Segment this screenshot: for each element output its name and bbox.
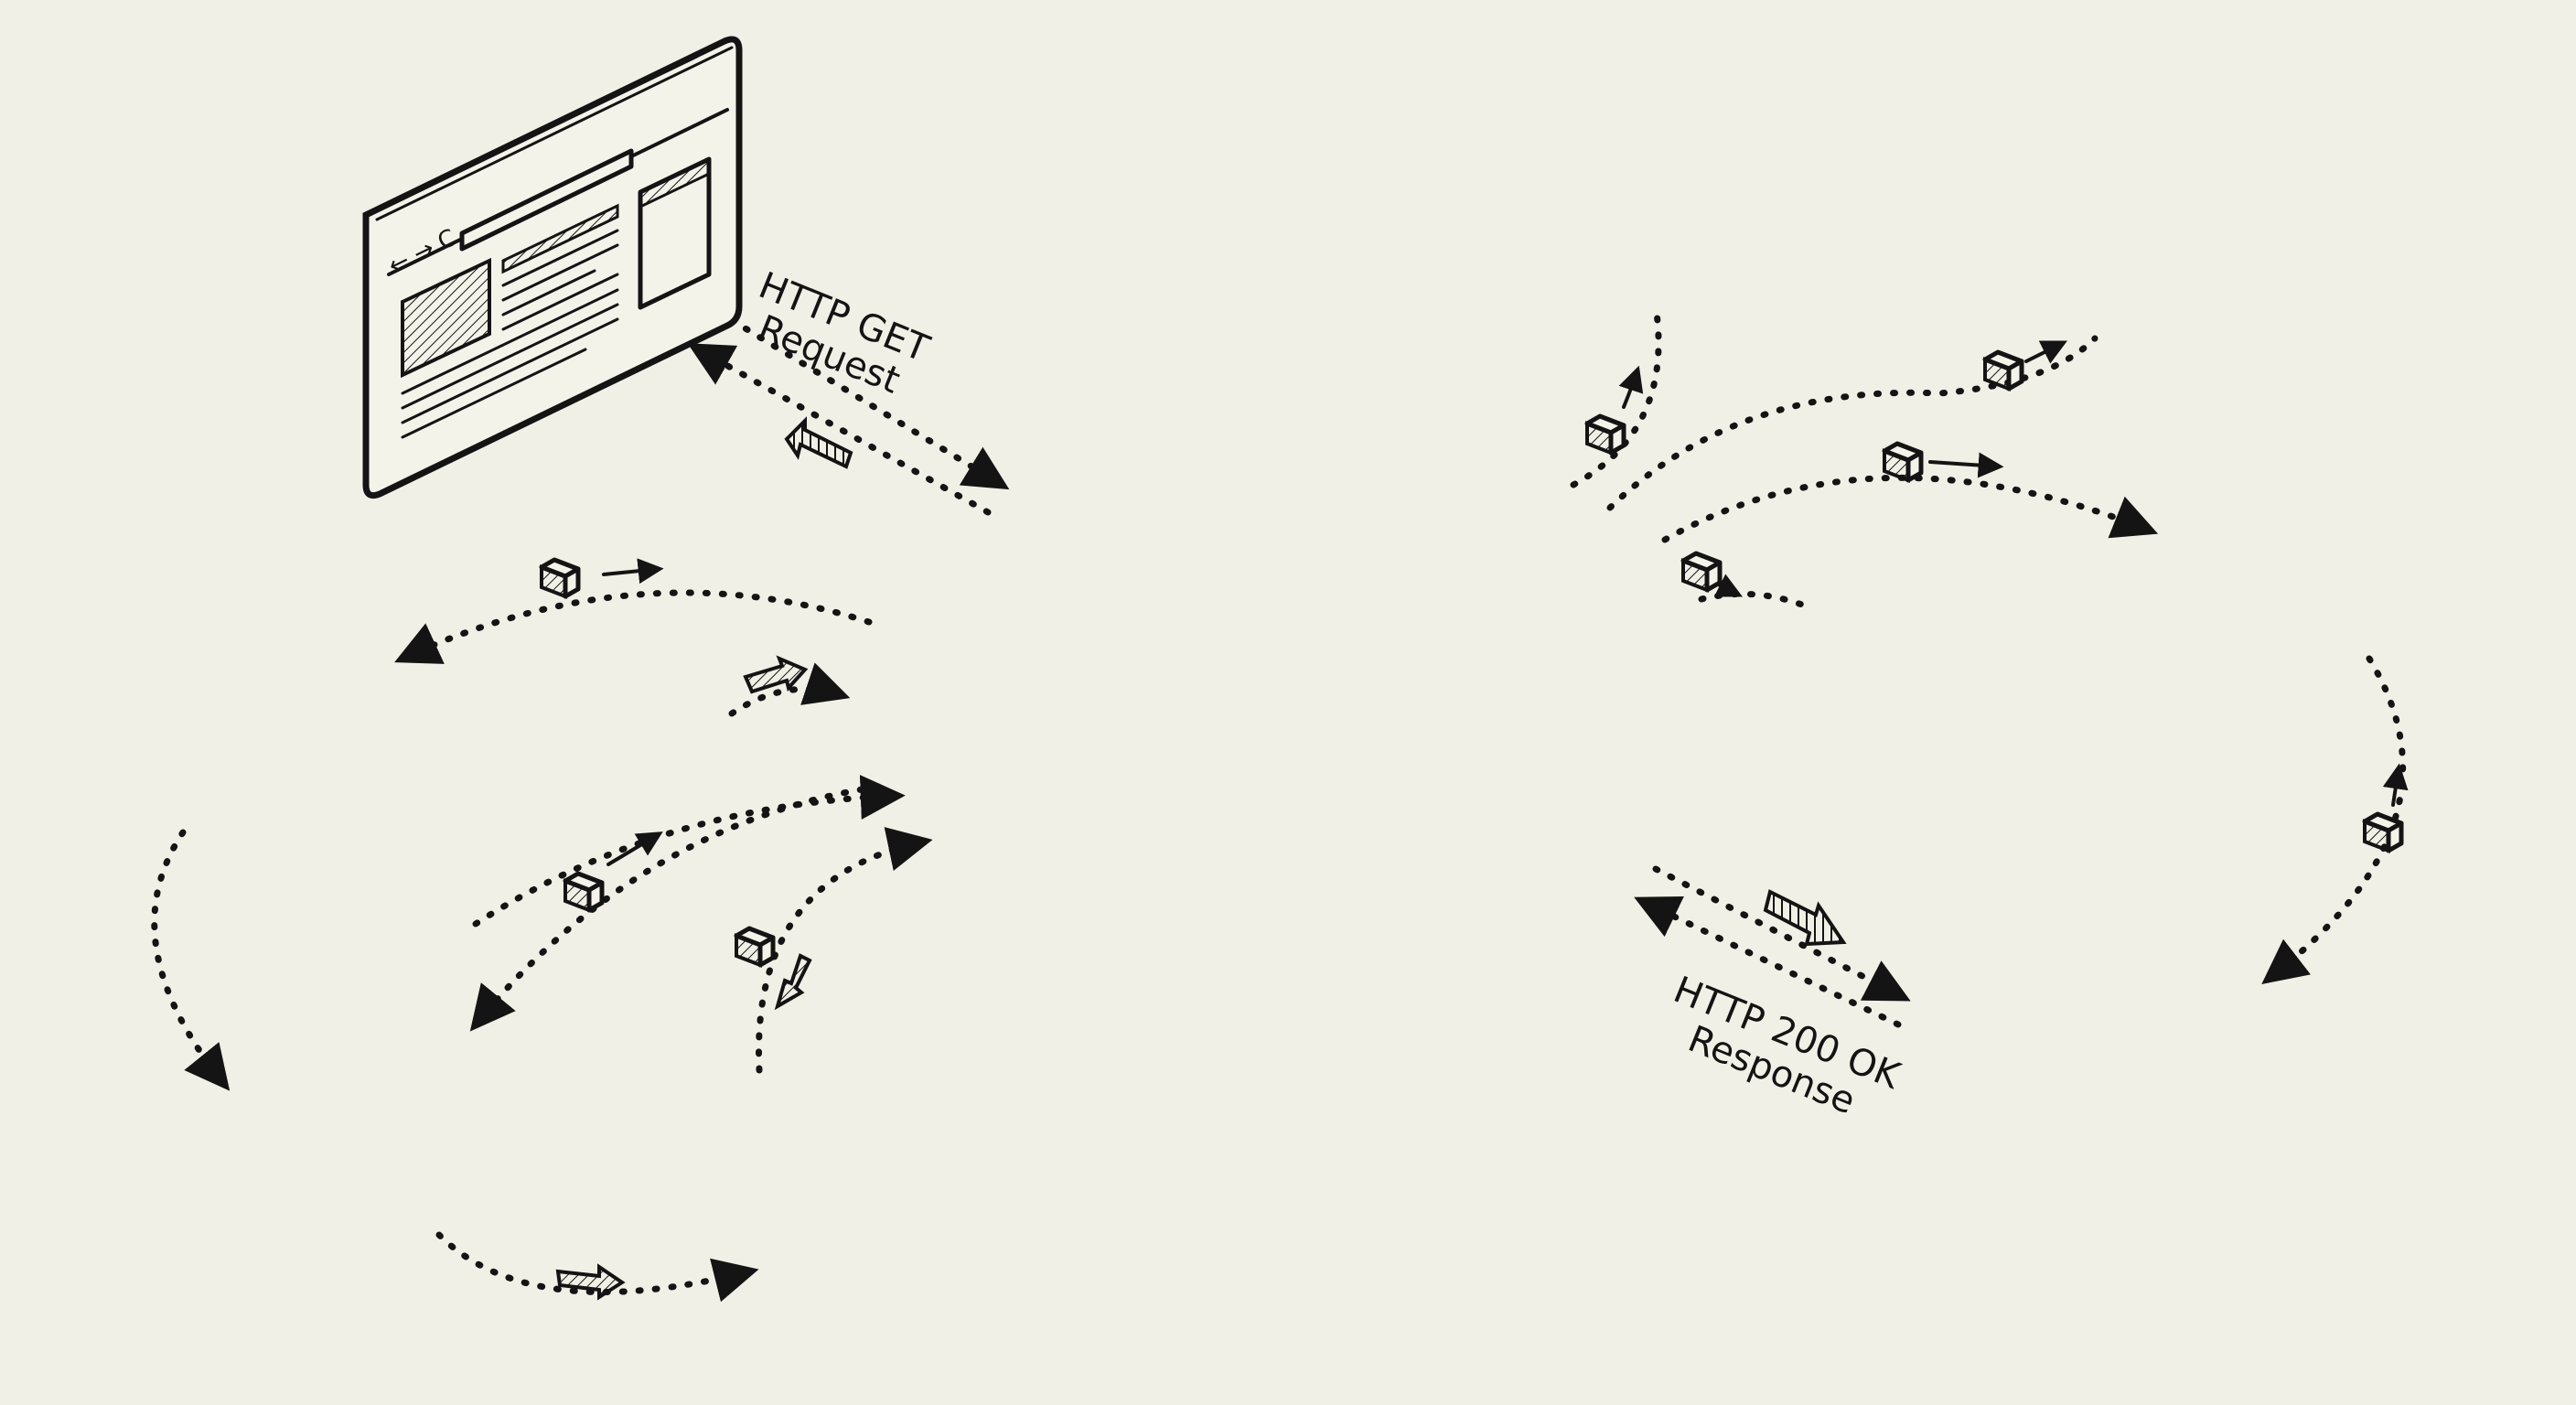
connection-lines xyxy=(151,303,2407,1303)
cluster-to-globe-arrow xyxy=(728,662,851,717)
globe-to-cluster-right-arrow xyxy=(1698,590,1815,612)
browser-address-bar xyxy=(459,148,634,252)
leftbottom-to-globe-arrow xyxy=(472,775,906,928)
response-arrow-to-rack xyxy=(1652,865,1911,1002)
packet-icon xyxy=(1985,352,2022,389)
block-arrow-right-icon xyxy=(1763,889,1847,947)
office-to-warehouse-arrow xyxy=(151,829,231,1091)
rackgrid-to-globe-arrow xyxy=(756,827,933,1074)
packet-icon xyxy=(1884,444,1921,480)
browser-text-lines xyxy=(401,229,619,439)
browser-image-placeholder xyxy=(401,257,491,379)
block-arrow-right-icon xyxy=(743,655,809,694)
block-arrow-right-icon xyxy=(555,1263,626,1301)
block-arrow-down-icon xyxy=(774,953,812,1011)
packet-icon xyxy=(1587,416,1624,453)
globe-to-datacenter-arrow xyxy=(1606,335,2098,511)
browser-heading-bar xyxy=(501,203,619,274)
request-arrow-to-browser xyxy=(687,343,992,516)
packet-icon xyxy=(1683,553,1720,590)
response-arrow-to-globe xyxy=(1634,896,1902,1028)
packet-icon xyxy=(2365,814,2401,851)
far-right-to-rack-arrow xyxy=(2261,655,2407,984)
packet-icon xyxy=(542,560,578,596)
packet-icon xyxy=(565,874,602,910)
block-arrow-left-icon xyxy=(784,416,853,469)
request-arrow-to-globe xyxy=(728,316,1010,490)
globe-to-warehouse-top-arrow xyxy=(1570,303,1662,488)
warehouse-to-rackgrid-arrow xyxy=(435,1231,759,1303)
globe-to-office-arrow xyxy=(394,589,873,664)
globe-to-far-right-arrow xyxy=(1661,475,2159,543)
packet-icon xyxy=(736,928,773,965)
globe-to-warehouse-arrow xyxy=(469,783,882,1032)
packet-indicators xyxy=(542,340,2409,1301)
browser-window: ← → C xyxy=(362,36,743,499)
